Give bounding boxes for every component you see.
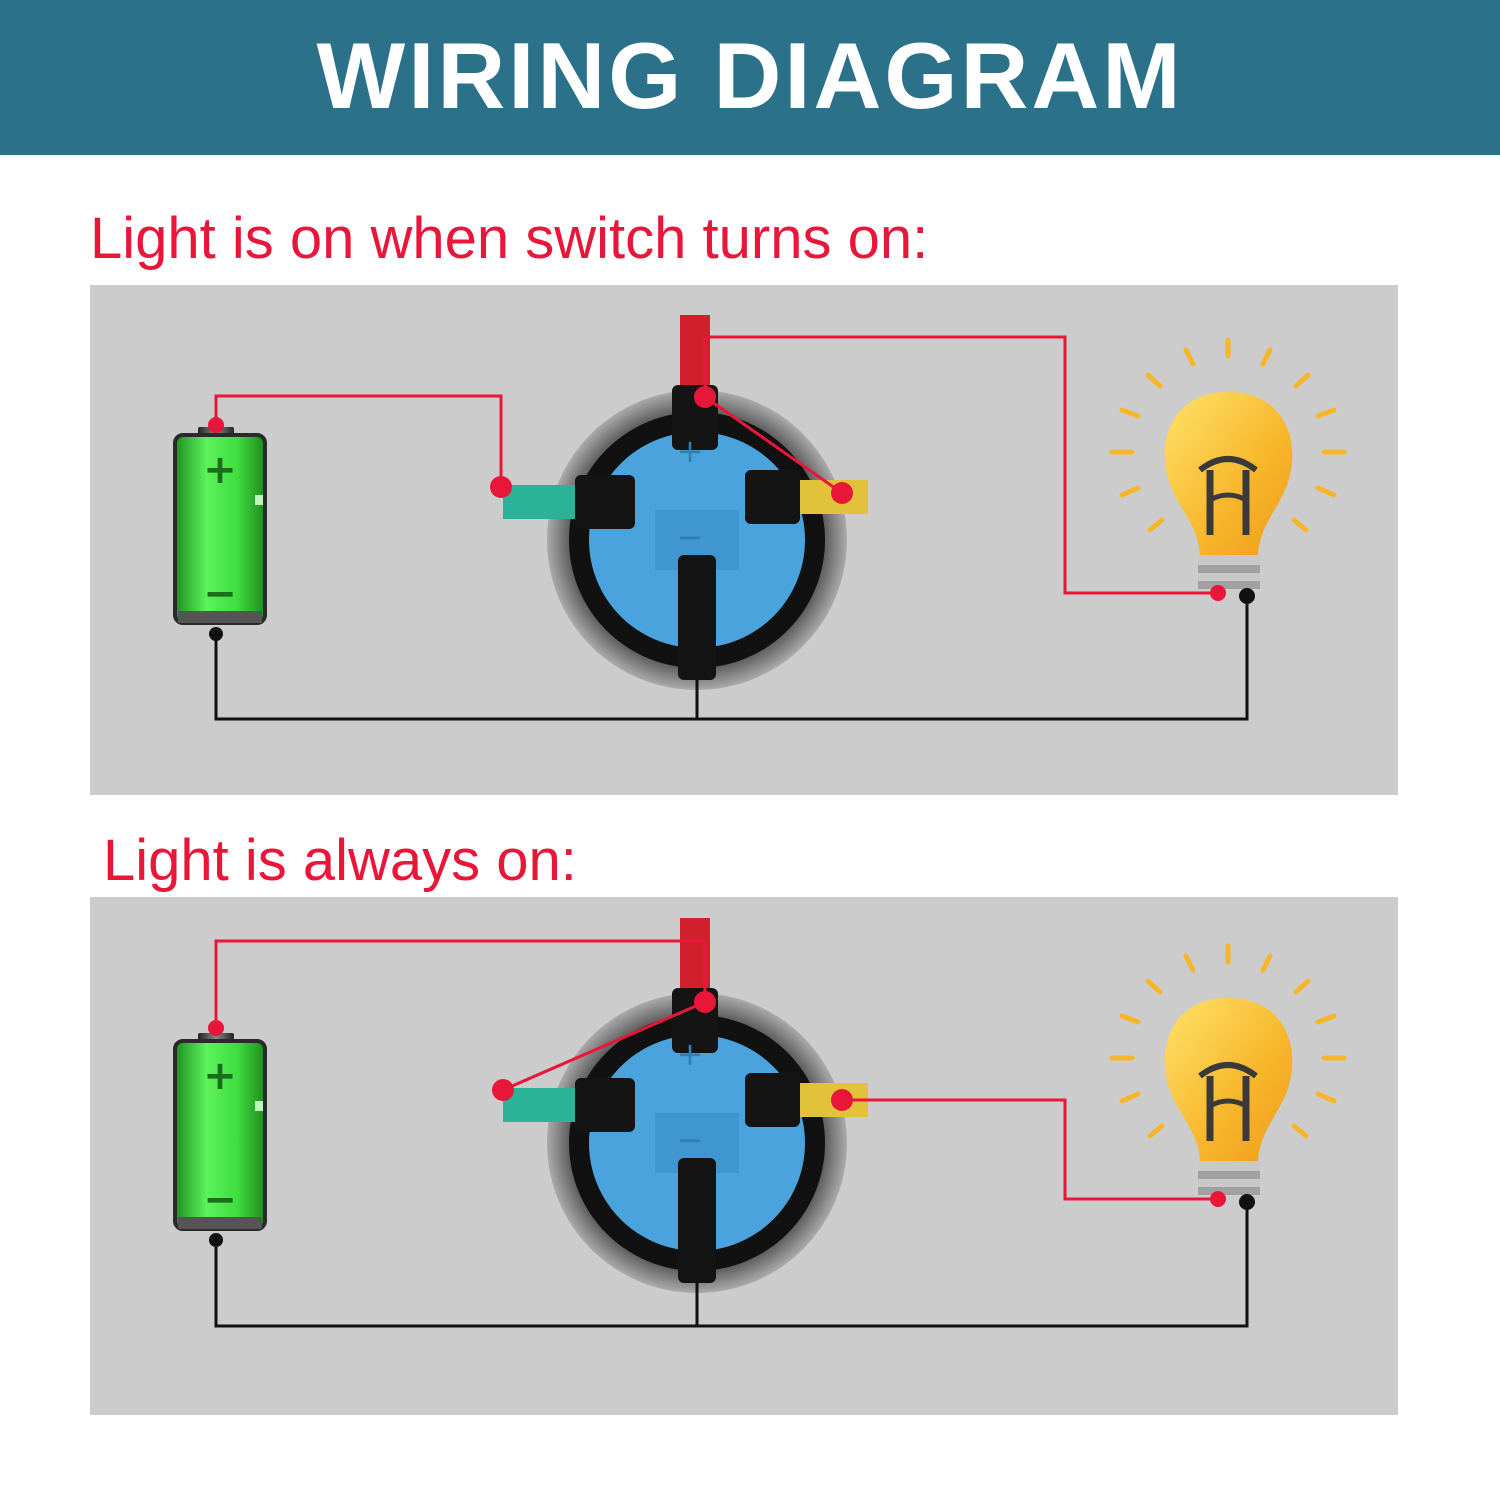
battery-icon: + −	[173, 425, 267, 625]
diagram-2-ground-wires	[214, 1202, 1249, 1328]
battery-positive-label: +	[203, 447, 237, 493]
light-bulb-icon	[1112, 946, 1344, 1195]
header-bar: WIRING DIAGRAM	[0, 0, 1500, 155]
battery-negative-label: −	[203, 571, 237, 617]
battery-icon: + −	[173, 1031, 267, 1231]
diagram-2-caption: Light is always on:	[103, 828, 577, 893]
diagram-1-positive-wires	[214, 335, 1218, 595]
light-bulb-icon	[1112, 340, 1344, 589]
switch-icon: + −	[503, 315, 868, 690]
switch-positive-label: +	[677, 432, 704, 470]
diagram-2-terminals	[208, 991, 1255, 1247]
battery-positive-label: +	[203, 1053, 237, 1099]
switch-negative-label: −	[677, 518, 704, 556]
page-title: WIRING DIAGRAM	[316, 22, 1184, 128]
diagram-1-terminals	[208, 386, 1255, 641]
diagram-1: + − + −	[173, 315, 1344, 721]
switch-icon: + −	[503, 918, 868, 1293]
switch-negative-label: −	[677, 1121, 704, 1159]
diagram-1-ground-wires	[214, 596, 1249, 721]
diagram-2: + − + −	[173, 918, 1344, 1328]
diagram-2-positive-wires	[214, 939, 1218, 1201]
diagram-1-caption: Light is on when switch turns on:	[90, 206, 929, 271]
battery-negative-label: −	[203, 1177, 237, 1223]
switch-positive-label: +	[677, 1035, 704, 1073]
